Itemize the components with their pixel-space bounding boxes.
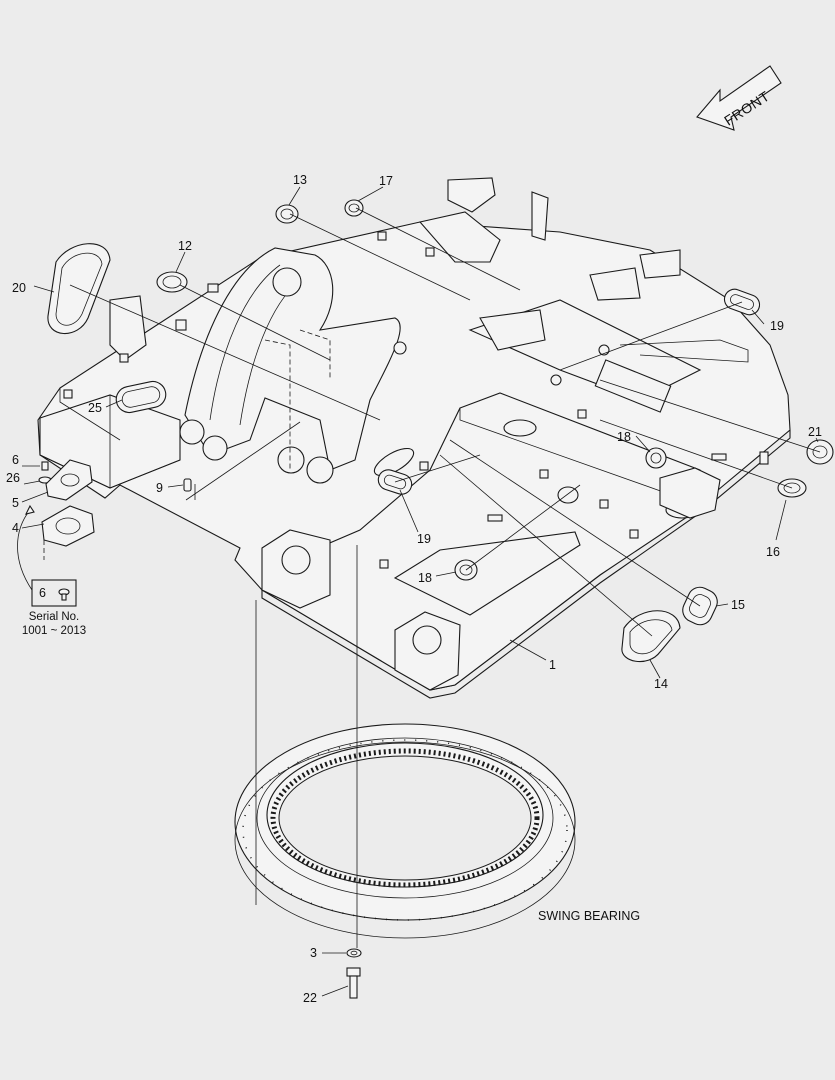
bolt-22 bbox=[346, 967, 361, 999]
grommet-18-rear bbox=[645, 447, 667, 469]
swing-bearing bbox=[234, 723, 576, 939]
frame-fasteners bbox=[63, 231, 769, 569]
callout-18-front: 18 bbox=[418, 571, 432, 585]
callout-18-rear: 18 bbox=[617, 430, 631, 444]
washer-3 bbox=[346, 948, 362, 958]
callout-12: 12 bbox=[178, 239, 192, 253]
callout-13: 13 bbox=[293, 173, 307, 187]
callout-26: 26 bbox=[6, 471, 20, 485]
callout-15: 15 bbox=[731, 598, 745, 612]
callout-14: 14 bbox=[654, 677, 668, 691]
grommet-13 bbox=[275, 204, 299, 224]
callout-5: 5 bbox=[12, 496, 19, 510]
serial-range: 1001 ~ 2013 bbox=[22, 625, 86, 637]
callout-3: 3 bbox=[310, 946, 317, 960]
swing-bearing-label: SWING BEARING bbox=[538, 909, 640, 923]
callout-19-rear: 19 bbox=[770, 319, 784, 333]
callout-4: 4 bbox=[12, 521, 19, 535]
bolt-icon bbox=[58, 588, 70, 601]
assembly-guide-lines bbox=[69, 207, 821, 948]
callouts: 13 17 12 20 19 25 18 21 6 26 5 4 9 19 16… bbox=[6, 173, 822, 1005]
pin-9 bbox=[183, 478, 192, 492]
callout-20: 20 bbox=[12, 281, 26, 295]
serial-label: Serial No. bbox=[29, 611, 80, 623]
callout-16: 16 bbox=[766, 545, 780, 559]
grommet-12 bbox=[156, 271, 188, 293]
callout-9: 9 bbox=[156, 481, 163, 495]
serial-note: 6 Serial No. 1001 ~ 2013 bbox=[17, 504, 86, 637]
callout-1: 1 bbox=[549, 658, 556, 672]
callout-6: 6 bbox=[12, 453, 19, 467]
grommet-17 bbox=[344, 199, 364, 217]
front-arrow-icon: FRONT bbox=[696, 65, 782, 131]
serial-part-number: 6 bbox=[39, 586, 46, 600]
grommet-14 bbox=[621, 610, 681, 663]
cover-assembly-serial bbox=[38, 459, 95, 560]
callout-22: 22 bbox=[303, 991, 317, 1005]
callout-17: 17 bbox=[379, 174, 393, 188]
callout-19-front: 19 bbox=[417, 532, 431, 546]
callout-25: 25 bbox=[88, 401, 102, 415]
callout-21: 21 bbox=[808, 425, 822, 439]
callout-leaders bbox=[21, 186, 819, 997]
